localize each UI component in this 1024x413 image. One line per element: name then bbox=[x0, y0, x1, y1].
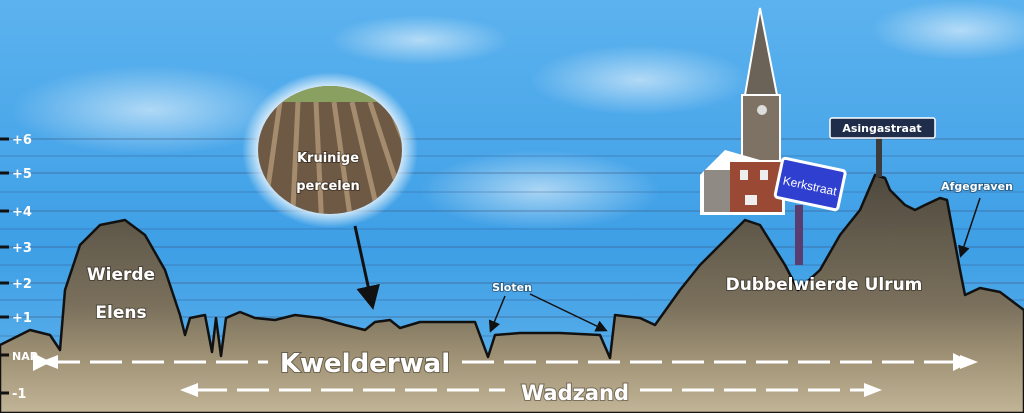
kerkstraat-sign: Kerkstraat bbox=[773, 156, 847, 265]
wadzand-extent-arrow bbox=[180, 383, 882, 397]
wierde-label: Wierde bbox=[87, 265, 155, 285]
scale-tick-label: +4 bbox=[12, 205, 32, 220]
field-photo: Kruinige percelen bbox=[242, 72, 418, 228]
asingastraat-text: Asingastraat bbox=[842, 122, 921, 135]
scale-tick-label: +3 bbox=[12, 241, 32, 256]
kruinige-label: Kruinige bbox=[297, 151, 359, 166]
afgegraven-arrow bbox=[958, 197, 981, 258]
sloten-arrow-left bbox=[488, 295, 506, 333]
ground-profile bbox=[0, 173, 1024, 413]
dubbelwierde-label: Dubbelwierde Ulrum bbox=[726, 275, 923, 295]
percelen-label: percelen bbox=[296, 179, 360, 194]
church-photo bbox=[700, 7, 785, 215]
clouds bbox=[10, 0, 1024, 230]
scale-tick-label: NAP bbox=[12, 350, 38, 363]
kwelderwal-extent-arrow bbox=[33, 353, 978, 371]
elens-label: Elens bbox=[95, 303, 146, 323]
asingastraat-sign: Asingastraat bbox=[829, 117, 936, 177]
scale-tick-label: +1 bbox=[12, 311, 32, 326]
scale-tick-label: +5 bbox=[12, 167, 32, 182]
scale-tick-label: -1 bbox=[12, 387, 26, 402]
field-pointer-arrow bbox=[353, 225, 380, 310]
afgegraven-label: Afgegraven bbox=[941, 180, 1013, 193]
scale-tick-label: +6 bbox=[12, 133, 32, 148]
sloten-arrow-right bbox=[529, 293, 608, 332]
kwelderwal-label: Kwelderwal bbox=[280, 349, 450, 379]
sloten-label: Sloten bbox=[492, 281, 532, 294]
wadzand-label: Wadzand bbox=[521, 381, 629, 405]
scale-tick-label: +2 bbox=[12, 277, 32, 292]
